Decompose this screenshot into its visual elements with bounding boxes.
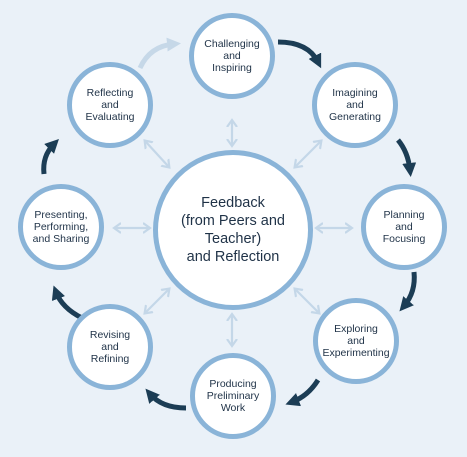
cycle-arrow-exploring-to-producing	[285, 378, 321, 407]
feedback-arrow-exploring	[296, 290, 318, 312]
stage-presenting-performing-sharing: Presenting, Performing, and Sharing	[18, 184, 104, 270]
stage-label: Exploring and Experimenting	[322, 323, 390, 359]
stage-imagining-generating: Imagining and Generating	[312, 62, 398, 148]
cycle-arrow-reflecting-to-challenging	[137, 37, 181, 70]
stage-reflecting-evaluating: Reflecting and Evaluating	[67, 62, 153, 148]
stage-label: Challenging and Inspiring	[204, 38, 260, 74]
stage-revising-refining: Revising and Refining	[67, 304, 153, 390]
stage-label: Reflecting and Evaluating	[85, 87, 135, 123]
feedback-arrow-revising	[146, 290, 168, 312]
stage-planning-focusing: Planning and Focusing	[361, 184, 447, 270]
cycle-arrow-revising-to-presenting	[51, 285, 84, 321]
feedback-center-label: Feedback (from Peers and Teacher) and Re…	[181, 195, 285, 265]
stage-label: Revising and Refining	[89, 329, 131, 365]
stage-label: Presenting, Performing, and Sharing	[32, 209, 90, 245]
cycle-arrow-challenging-to-imagining	[277, 39, 322, 69]
stage-challenging-inspiring: Challenging and Inspiring	[189, 13, 275, 99]
cycle-arrow-presenting-to-reflecting	[41, 139, 59, 175]
stage-label: Imagining and Generating	[329, 87, 381, 123]
stage-exploring-experimenting: Exploring and Experimenting	[313, 298, 399, 384]
cycle-arrow-imagining-to-planning	[396, 138, 417, 177]
stage-label: Planning and Focusing	[382, 209, 426, 245]
cycle-arrow-producing-to-revising	[145, 388, 187, 411]
stage-label: Producing Preliminary Work	[206, 378, 260, 414]
stage-producing-preliminary-work: Producing Preliminary Work	[190, 353, 276, 439]
feedback-center-circle: Feedback (from Peers and Teacher) and Re…	[153, 150, 313, 310]
feedback-arrow-reflecting	[146, 142, 168, 166]
feedback-arrow-imagining	[296, 142, 320, 166]
cycle-arrow-planning-to-exploring	[399, 271, 417, 312]
